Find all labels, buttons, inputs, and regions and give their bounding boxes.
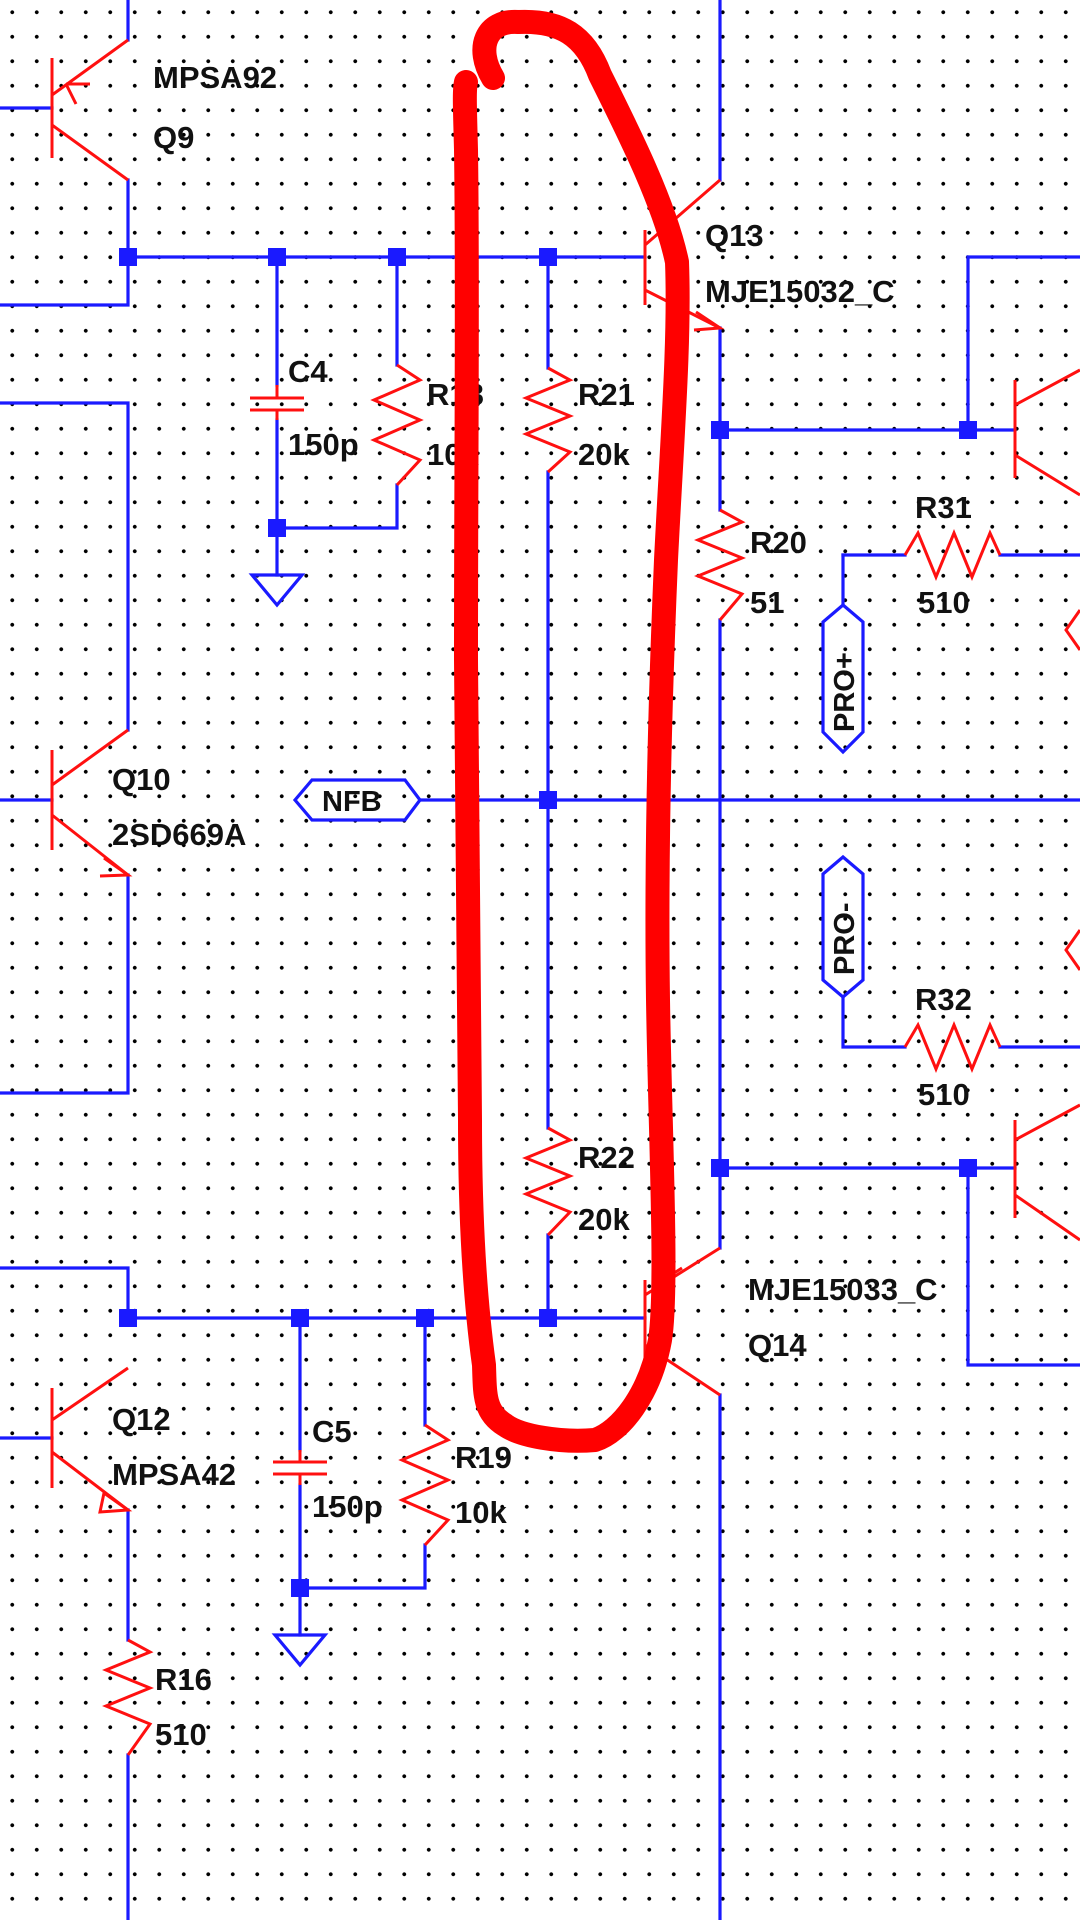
resistor-right-edge	[1064, 609, 1080, 971]
resistor-r32[interactable]	[903, 1021, 1002, 1073]
label-q14-ref: Q14	[748, 1328, 807, 1363]
transistor-q9[interactable]	[50, 38, 129, 182]
label-r16-value: 510	[155, 1717, 207, 1752]
junctions	[119, 248, 977, 1597]
label-nfb: NFB	[322, 786, 382, 818]
ground-c5	[271, 1633, 329, 1668]
label-r22-ref: R22	[578, 1140, 635, 1175]
transistor-right-upper[interactable]	[1013, 368, 1080, 497]
label-pro-minus: PRO-	[829, 903, 861, 976]
label-c5-ref: C5	[312, 1414, 352, 1449]
transistor-q12[interactable]	[50, 1366, 133, 1514]
port-nfb[interactable]	[292, 778, 422, 822]
label-r31-value: 510	[918, 585, 970, 620]
label-q14-model: MJE15033_C	[748, 1272, 938, 1307]
ground-c4	[248, 573, 306, 608]
resistor-r20[interactable]	[694, 508, 746, 621]
resistor-r22[interactable]	[522, 1126, 574, 1237]
label-r32-value: 510	[918, 1077, 970, 1112]
label-r19-value: 10k	[455, 1495, 507, 1530]
label-q10-ref: Q10	[112, 762, 171, 797]
label-q12-ref: Q12	[112, 1402, 171, 1437]
label-r31-ref: R31	[915, 490, 972, 525]
capacitor-c5[interactable]	[273, 1450, 327, 1485]
label-q12-model: MPSA42	[112, 1457, 236, 1492]
transistor-q10[interactable]	[50, 728, 133, 878]
resistor-r16[interactable]	[102, 1638, 154, 1756]
label-q13-model: MJE15032_C	[705, 274, 895, 309]
label-r16-ref: R16	[155, 1662, 212, 1697]
label-r22-value: 20k	[578, 1202, 630, 1237]
label-r21-value: 20k	[578, 437, 630, 472]
resistor-r19[interactable]	[398, 1423, 452, 1547]
port-pro-minus[interactable]	[821, 854, 865, 1000]
label-r20-value: 51	[750, 585, 784, 620]
transistor-right-lower[interactable]	[1013, 1103, 1080, 1242]
capacitor-c4[interactable]	[250, 385, 304, 420]
label-q9-model: MPSA92	[153, 60, 277, 95]
label-r21-ref: R21	[578, 377, 635, 412]
label-q9-ref: Q9	[153, 120, 194, 155]
label-q13-ref: Q13	[705, 218, 764, 253]
label-pro-plus: PRO+	[829, 652, 861, 732]
label-c5-value: 150p	[312, 1489, 383, 1524]
port-pro-plus[interactable]	[821, 602, 865, 755]
label-c4-value: 150p	[288, 427, 359, 462]
resistor-r21[interactable]	[522, 366, 574, 474]
resistor-r18[interactable]	[370, 363, 424, 487]
label-r32-ref: R32	[915, 982, 972, 1017]
label-q10-model: 2SD669A	[112, 817, 246, 852]
label-r19-ref: R19	[455, 1440, 512, 1475]
label-c4-ref: C4	[288, 354, 328, 389]
resistor-r31[interactable]	[903, 529, 1002, 581]
label-r20-ref: R20	[750, 525, 807, 560]
freehand-highlight-loop	[452, 9, 690, 1453]
